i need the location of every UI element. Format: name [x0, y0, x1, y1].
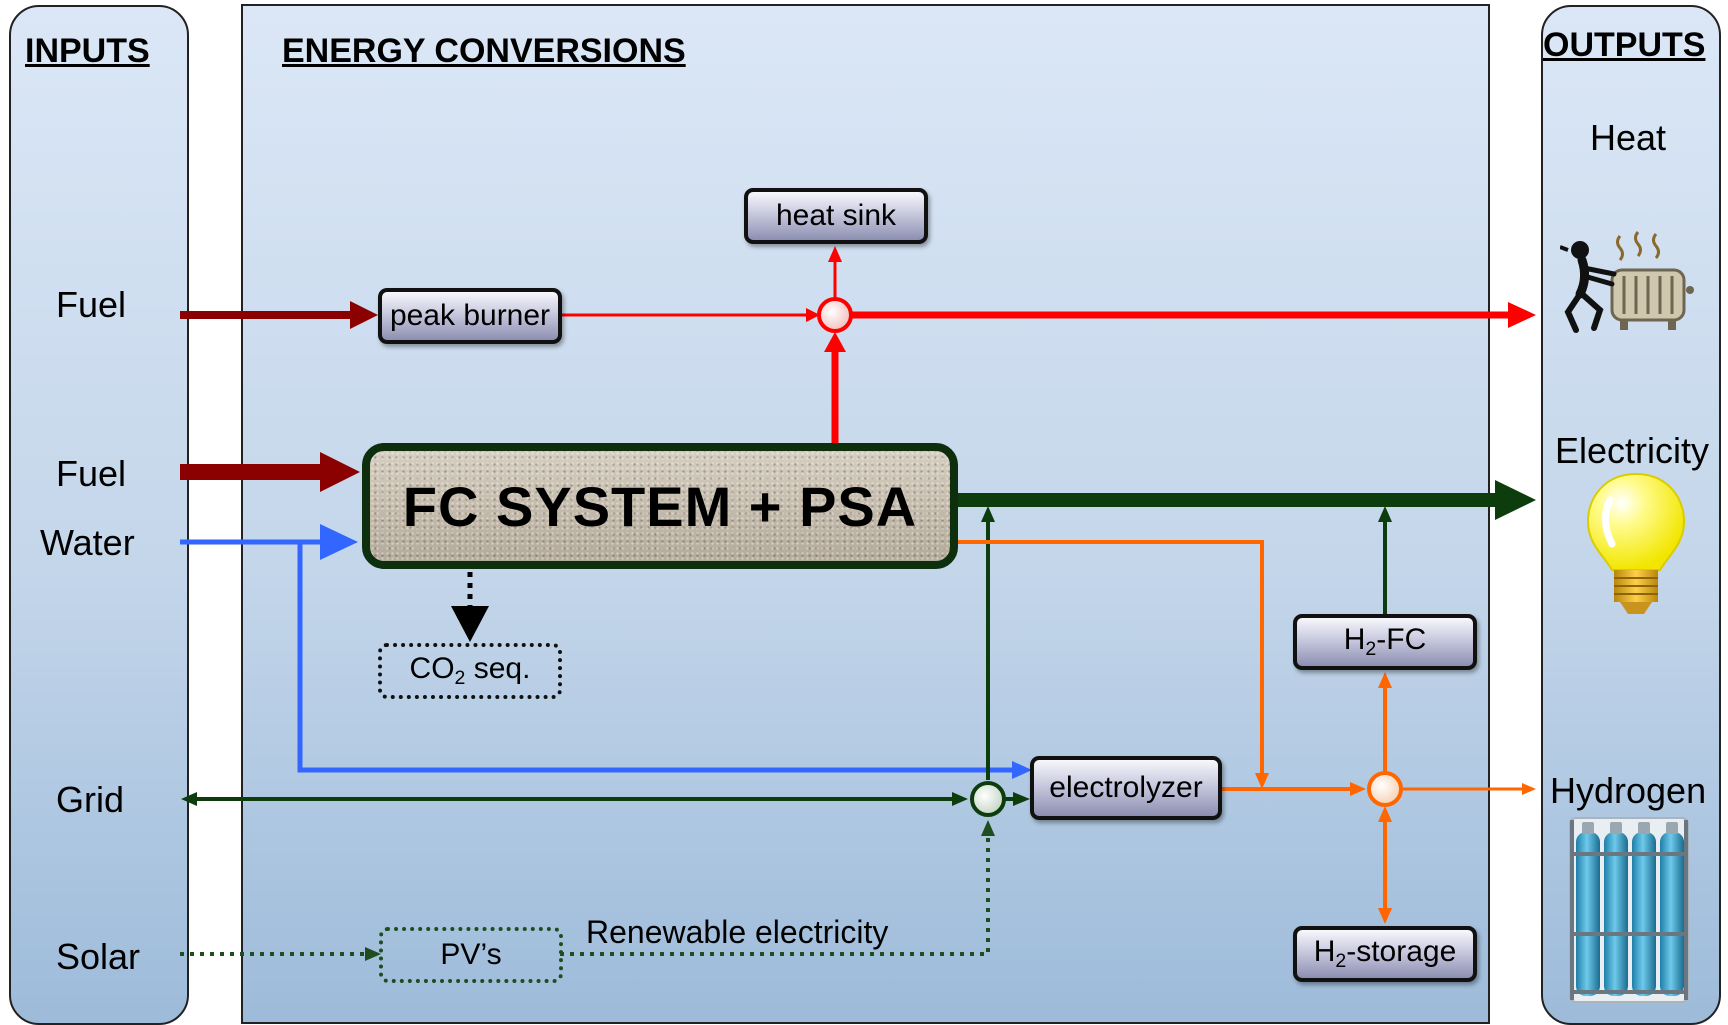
peak-burner-label: peak burner	[389, 299, 551, 332]
light-bulb-icon	[1586, 472, 1686, 614]
pvs-box: PV’s	[379, 927, 563, 983]
fuel-to-fc-arrow	[180, 452, 360, 492]
pvs-label: PV’s	[440, 938, 502, 971]
gas-cylinder-rack-icon	[1569, 817, 1689, 1003]
hydrogen-flow-lines	[958, 540, 1536, 924]
renewable-electricity-label: Renewable electricity	[586, 914, 889, 950]
water-flow-lines	[180, 524, 1032, 779]
output-electricity-label: Electricity	[1555, 430, 1710, 471]
electrolyzer-label: electrolyzer	[1049, 771, 1203, 804]
input-water: Water	[40, 522, 135, 563]
fuel-to-peak-burner-arrow	[180, 301, 378, 329]
solar-flow-lines	[180, 820, 995, 961]
input-solar: Solar	[56, 936, 141, 977]
output-heat-label: Heat	[1590, 117, 1667, 158]
inputs-header: INPUTS	[25, 32, 150, 70]
h2-storage-box: H2-storage	[1293, 926, 1477, 982]
electricity-junction-node	[970, 781, 1006, 817]
input-grid: Grid	[56, 779, 125, 820]
heat-junction-node	[817, 297, 853, 333]
h2-fc-label: H2-FC	[1343, 623, 1427, 660]
energy-conversions-header: ENERGY CONVERSIONS	[282, 32, 686, 70]
co2-arrow	[451, 572, 489, 642]
heat-flow-lines	[560, 246, 1536, 443]
electricity-flow-lines	[181, 480, 1536, 806]
peak-burner-box: peak burner	[378, 288, 562, 344]
inputs-panel	[9, 5, 189, 1025]
hydrogen-junction-node	[1367, 771, 1403, 807]
h2-storage-label: H2-storage	[1313, 935, 1457, 972]
person-at-radiator-icon	[1560, 231, 1694, 333]
input-fuel-peak: Fuel	[56, 284, 127, 325]
output-hydrogen-label: Hydrogen	[1550, 770, 1707, 811]
h2-fc-box: H2-FC	[1293, 614, 1477, 670]
fc-system-box: FC SYSTEM + PSA	[362, 443, 958, 569]
electrolyzer-box: electrolyzer	[1030, 756, 1222, 820]
fc-system-label: FC SYSTEM + PSA	[402, 474, 918, 538]
co2-seq-label: CO2 seq.	[409, 652, 531, 689]
co2-seq-box: CO2 seq.	[378, 643, 562, 699]
outputs-header: OUTPUTS	[1543, 26, 1706, 64]
heat-sink-label: heat sink	[775, 199, 897, 232]
input-fuel-fc: Fuel	[56, 453, 127, 494]
heat-sink-box: heat sink	[744, 188, 928, 244]
